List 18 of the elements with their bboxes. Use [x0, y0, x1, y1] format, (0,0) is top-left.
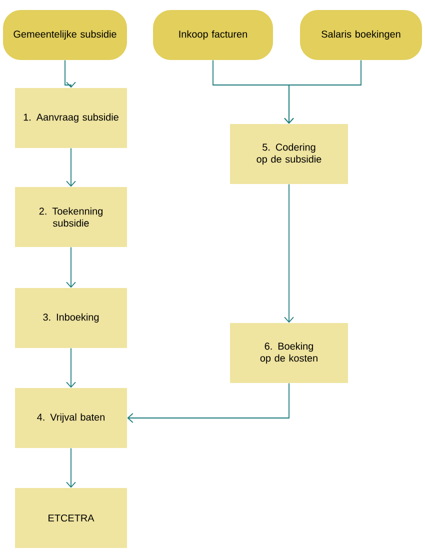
start-pill: Gemeentelijke subsidie: [3, 10, 127, 60]
arrow: [66, 246, 76, 288]
arrow: [66, 448, 76, 488]
process-box: 3. Inboeking: [15, 288, 127, 348]
process-box: 4. Vrijval baten: [15, 388, 127, 448]
arrow: [284, 184, 294, 323]
arrow: [127, 382, 290, 423]
process-box: ETCETRA: [15, 488, 127, 548]
process-box: 6. Boeking op de kosten: [230, 323, 348, 383]
start-pill: Salaris boekingen: [300, 10, 422, 60]
process-box: 5. Codering op de subsidie: [230, 124, 348, 184]
process-box: 2. Toekenning subsidie: [15, 187, 127, 247]
start-pill: Inkoop facturen: [153, 10, 273, 60]
arrow: [66, 348, 76, 388]
arrow: [64, 60, 76, 88]
process-box: 1. Aanvraag subsidie: [15, 88, 127, 148]
arrow: [284, 60, 362, 124]
arrow: [66, 148, 76, 187]
